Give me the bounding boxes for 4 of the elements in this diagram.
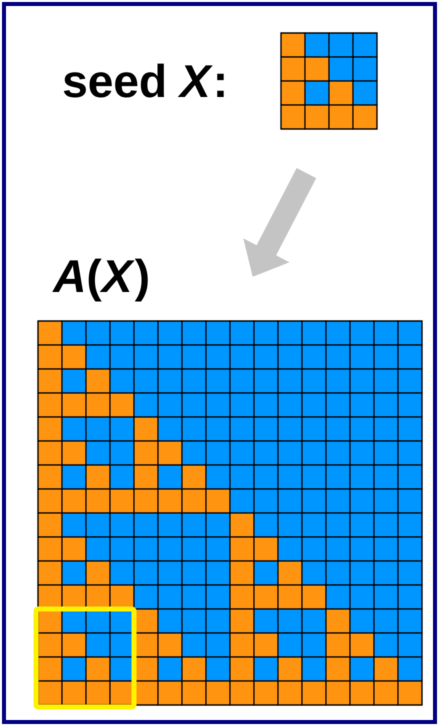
grid-label: A(X) (52, 258, 148, 302)
pattern-grid (37, 320, 423, 706)
seed-grid (280, 32, 378, 130)
grid-label: seed X: (64, 64, 224, 98)
